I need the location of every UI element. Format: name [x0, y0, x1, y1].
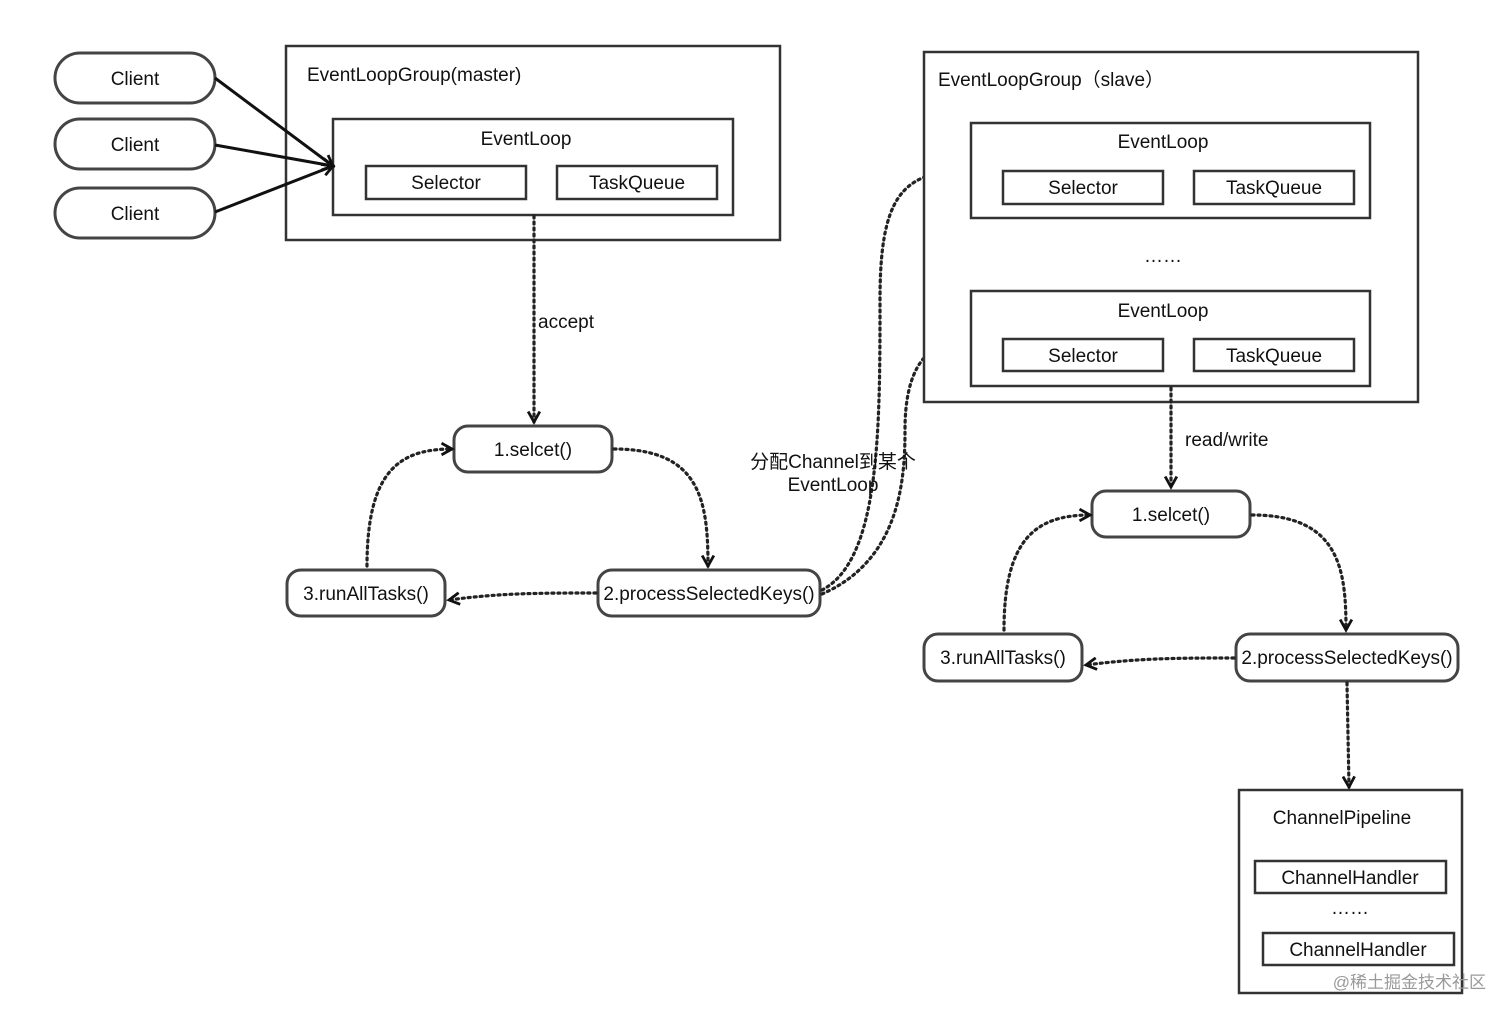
pipeline-ellipsis: ……	[1331, 898, 1369, 919]
slave-selector-1-label: Selector	[1048, 178, 1118, 199]
slave-selector-1	[1001, 169, 1165, 206]
master-selector	[364, 164, 528, 201]
accept-label: accept	[538, 312, 595, 333]
slave-eventloop-2-label: EventLoop	[1118, 301, 1209, 322]
channel-handler-2-label: ChannelHandler	[1289, 940, 1427, 961]
master-process-node: 2.processSelectedKeys()	[596, 568, 822, 618]
master-select-node: 1.selcet()	[452, 424, 614, 474]
master-group: EventLoopGroup(master) EventLoop Selecto…	[284, 44, 782, 242]
assign-label-line2: EventLoop	[788, 475, 879, 496]
client2-arrow	[214, 143, 333, 166]
slave-process-to-run	[1086, 656, 1236, 665]
slave-select-to-process	[1250, 513, 1346, 630]
slave-group: EventLoopGroup（slave） EventLoop Selector…	[922, 50, 1420, 404]
master-eventloop-label: EventLoop	[481, 129, 572, 150]
slave-process-node: 2.processSelectedKeys()	[1234, 632, 1460, 683]
slave-run-label: 3.runAllTasks()	[940, 648, 1066, 669]
slave-selector-2-label: Selector	[1048, 346, 1118, 367]
master-run-to-select	[365, 449, 452, 568]
master-process-label: 2.processSelectedKeys()	[603, 584, 814, 605]
client-node-3: Client	[53, 186, 217, 240]
master-taskqueue-label: TaskQueue	[589, 173, 685, 194]
client-node-2: Client	[53, 117, 217, 171]
assign-label-line1: 分配Channel到某个	[750, 451, 916, 473]
slave-run-to-select	[1002, 515, 1090, 632]
channel-handler-2	[1261, 931, 1456, 967]
client-label: Client	[111, 135, 160, 156]
channel-pipeline: ChannelPipeline ChannelHandler …… Channe…	[1237, 788, 1464, 995]
pipeline-title: ChannelPipeline	[1273, 808, 1411, 829]
master-taskqueue	[555, 164, 719, 201]
client-node-1: Client	[53, 51, 217, 105]
client3-arrow	[214, 166, 333, 214]
slave-process-label: 2.processSelectedKeys()	[1241, 648, 1452, 669]
master-selector-label: Selector	[411, 173, 481, 194]
slave-ellipsis: ……	[1144, 246, 1182, 267]
slave-taskqueue-2-label: TaskQueue	[1226, 346, 1322, 367]
readwrite-label: read/write	[1185, 430, 1268, 451]
master-run-node: 3.runAllTasks()	[285, 568, 447, 618]
slave-select-label: 1.selcet()	[1132, 505, 1210, 526]
slave-run-node: 3.runAllTasks()	[922, 632, 1084, 683]
channel-handler-1-label: ChannelHandler	[1281, 868, 1419, 889]
slave-taskqueue-1-label: TaskQueue	[1226, 178, 1322, 199]
client-label: Client	[111, 204, 160, 225]
process-to-pipeline-arrow	[1347, 681, 1349, 787]
slave-select-node: 1.selcet()	[1090, 489, 1252, 539]
slave-taskqueue-1	[1192, 169, 1356, 206]
slave-taskqueue-2	[1192, 337, 1356, 373]
client-label: Client	[111, 69, 160, 90]
assign-arrow-eventloop1	[820, 171, 968, 592]
master-select-label: 1.selcet()	[494, 440, 572, 461]
slave-eventloop-1-label: EventLoop	[1118, 132, 1209, 153]
master-group-title: EventLoopGroup(master)	[307, 65, 521, 86]
channel-handler-1	[1253, 859, 1448, 895]
client1-arrow	[214, 76, 333, 166]
master-process-to-run	[449, 591, 598, 600]
master-run-label: 3.runAllTasks()	[303, 584, 429, 605]
watermark: @稀土掘金技术社区	[1333, 973, 1486, 992]
slave-group-title: EventLoopGroup（slave）	[938, 69, 1164, 91]
slave-selector-2	[1001, 337, 1165, 373]
master-select-to-process	[612, 447, 708, 566]
